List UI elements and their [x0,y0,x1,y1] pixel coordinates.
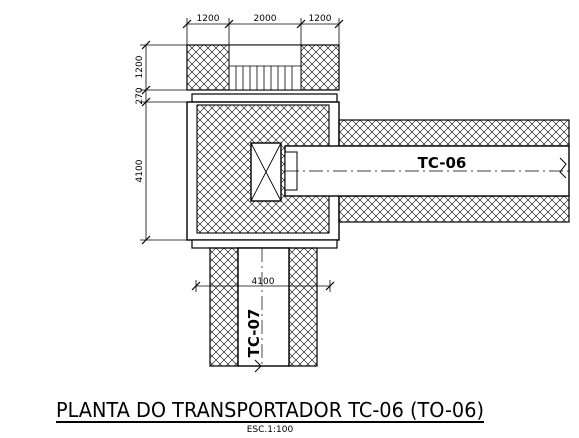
dimension-ticks [141,19,344,291]
conveyor-tc07 [209,247,318,373]
stair-treads [229,65,301,90]
dim-left-270: 270 [135,87,145,104]
drawing-title: PLANTA DO TRANSPORTADOR TC-06 (TO-06) [56,398,484,422]
dim-top-right: 1200 [309,14,332,24]
shaft-opening [250,142,282,202]
slab-strip-bottom [191,239,338,249]
dimension-lines [140,18,340,292]
dim-left-1200: 1200 [135,55,145,78]
label-tc07: TC-07 [245,309,263,358]
label-tc06: TC-06 [418,154,467,172]
top-hatched-block [186,44,340,91]
slab-strip-top [191,93,338,103]
dim-top-mid: 2000 [254,14,277,24]
drawing-scale: ESC.1:100 [247,425,294,435]
dim-left-4100: 4100 [135,159,145,182]
dim-bottom-4100: 4100 [252,277,275,287]
dim-top-left: 1200 [197,14,220,24]
conveyor-tc06 [284,119,570,223]
